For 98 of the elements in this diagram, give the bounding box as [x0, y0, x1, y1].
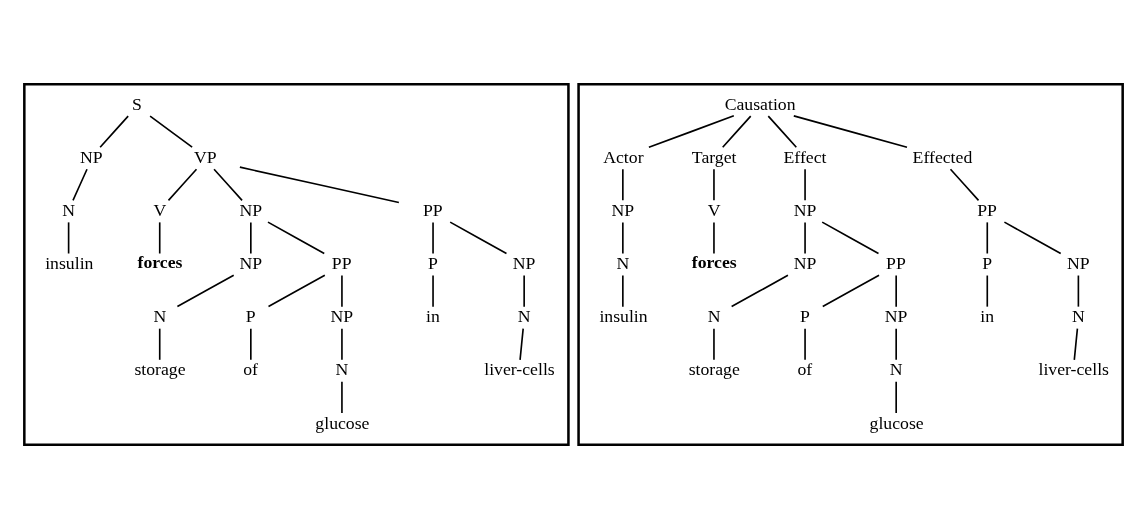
node-text: PP — [422, 200, 443, 221]
node-text: N — [707, 306, 721, 327]
connector — [1077, 274, 1080, 308]
connector — [821, 221, 880, 255]
connector — [341, 327, 343, 361]
connector — [250, 327, 252, 361]
cluster — [577, 82, 1124, 447]
node-text: NP — [793, 200, 817, 221]
node-text: insulin — [45, 253, 94, 274]
node-text: in — [426, 306, 440, 327]
node-text: Causation — [724, 93, 796, 114]
node-text: NP — [239, 253, 263, 274]
node-text: Effect — [783, 146, 827, 167]
connector — [713, 168, 715, 202]
node-text: V — [153, 200, 167, 221]
connector — [267, 221, 326, 255]
node-text: in — [980, 306, 995, 327]
connector — [158, 327, 161, 361]
node-text: forces — [691, 251, 737, 272]
connector — [149, 115, 193, 149]
connector — [267, 274, 326, 308]
node-text: S — [131, 93, 142, 114]
node-text: N — [153, 306, 167, 327]
connector — [804, 221, 806, 255]
node-text: forces — [137, 251, 183, 272]
node-text: of — [243, 359, 258, 380]
connector — [622, 221, 624, 255]
connector — [519, 327, 524, 361]
node-text: PP — [977, 200, 997, 221]
node-text: NP — [239, 200, 263, 221]
node-text: liver-cells — [1038, 359, 1109, 380]
connector — [1003, 221, 1062, 255]
connector — [341, 381, 343, 414]
connector — [432, 221, 434, 255]
node-text: N — [616, 253, 630, 274]
node-text: of — [797, 359, 813, 380]
node-text: Target — [691, 146, 737, 167]
node-text: NP — [512, 253, 536, 274]
node-text: glucose — [315, 412, 370, 433]
node-text: VP — [193, 146, 217, 167]
connector — [449, 221, 508, 255]
connector — [341, 274, 343, 308]
connector — [622, 274, 624, 308]
node-text: NP — [793, 253, 817, 274]
node-text: PP — [886, 253, 906, 274]
connector — [176, 274, 235, 308]
cluster — [23, 82, 570, 447]
connector — [986, 221, 989, 255]
node-text: N — [335, 359, 349, 380]
node-text: NP — [884, 306, 908, 327]
node-text: NP — [611, 200, 635, 221]
node-text: PP — [331, 253, 352, 274]
connector — [622, 168, 624, 202]
connector — [949, 168, 980, 202]
node-text: NP — [330, 306, 354, 327]
connector — [239, 166, 400, 204]
node-text: glucose — [869, 412, 924, 433]
connector — [432, 274, 434, 308]
connector — [721, 115, 752, 149]
connector — [895, 327, 897, 361]
connector — [804, 327, 806, 361]
node-text: storage — [688, 359, 740, 380]
connector — [986, 274, 989, 308]
connector — [167, 168, 198, 202]
connector — [767, 115, 798, 149]
connector — [648, 115, 735, 149]
node-text: P — [427, 253, 438, 274]
connector — [804, 168, 806, 202]
connector — [713, 221, 715, 255]
connector — [792, 115, 908, 149]
connector — [67, 221, 70, 255]
connector — [72, 168, 88, 202]
connector — [523, 274, 525, 308]
connector — [158, 221, 161, 255]
node-text: P — [800, 306, 810, 327]
connector — [821, 274, 880, 308]
node-text: storage — [134, 359, 186, 380]
connector — [1073, 327, 1079, 361]
node-text: N — [1072, 306, 1085, 327]
node-text: P — [982, 253, 993, 274]
node-text: N — [62, 200, 76, 221]
connector — [713, 327, 715, 361]
node-text: liver-cells — [484, 359, 555, 380]
node-text: N — [889, 359, 903, 380]
connector — [895, 381, 897, 414]
connector — [250, 221, 252, 255]
node-text: N — [517, 306, 531, 327]
node-text: NP — [1067, 253, 1090, 274]
node-text: NP — [80, 146, 103, 167]
node-text: P — [245, 306, 256, 327]
connector — [895, 274, 897, 308]
node-text: insulin — [599, 306, 648, 327]
node-text: Actor — [603, 146, 644, 167]
node-text: V — [707, 200, 721, 221]
connector — [99, 115, 129, 149]
connector — [730, 274, 789, 308]
node-text: Effected — [912, 146, 973, 167]
connector — [213, 168, 243, 202]
